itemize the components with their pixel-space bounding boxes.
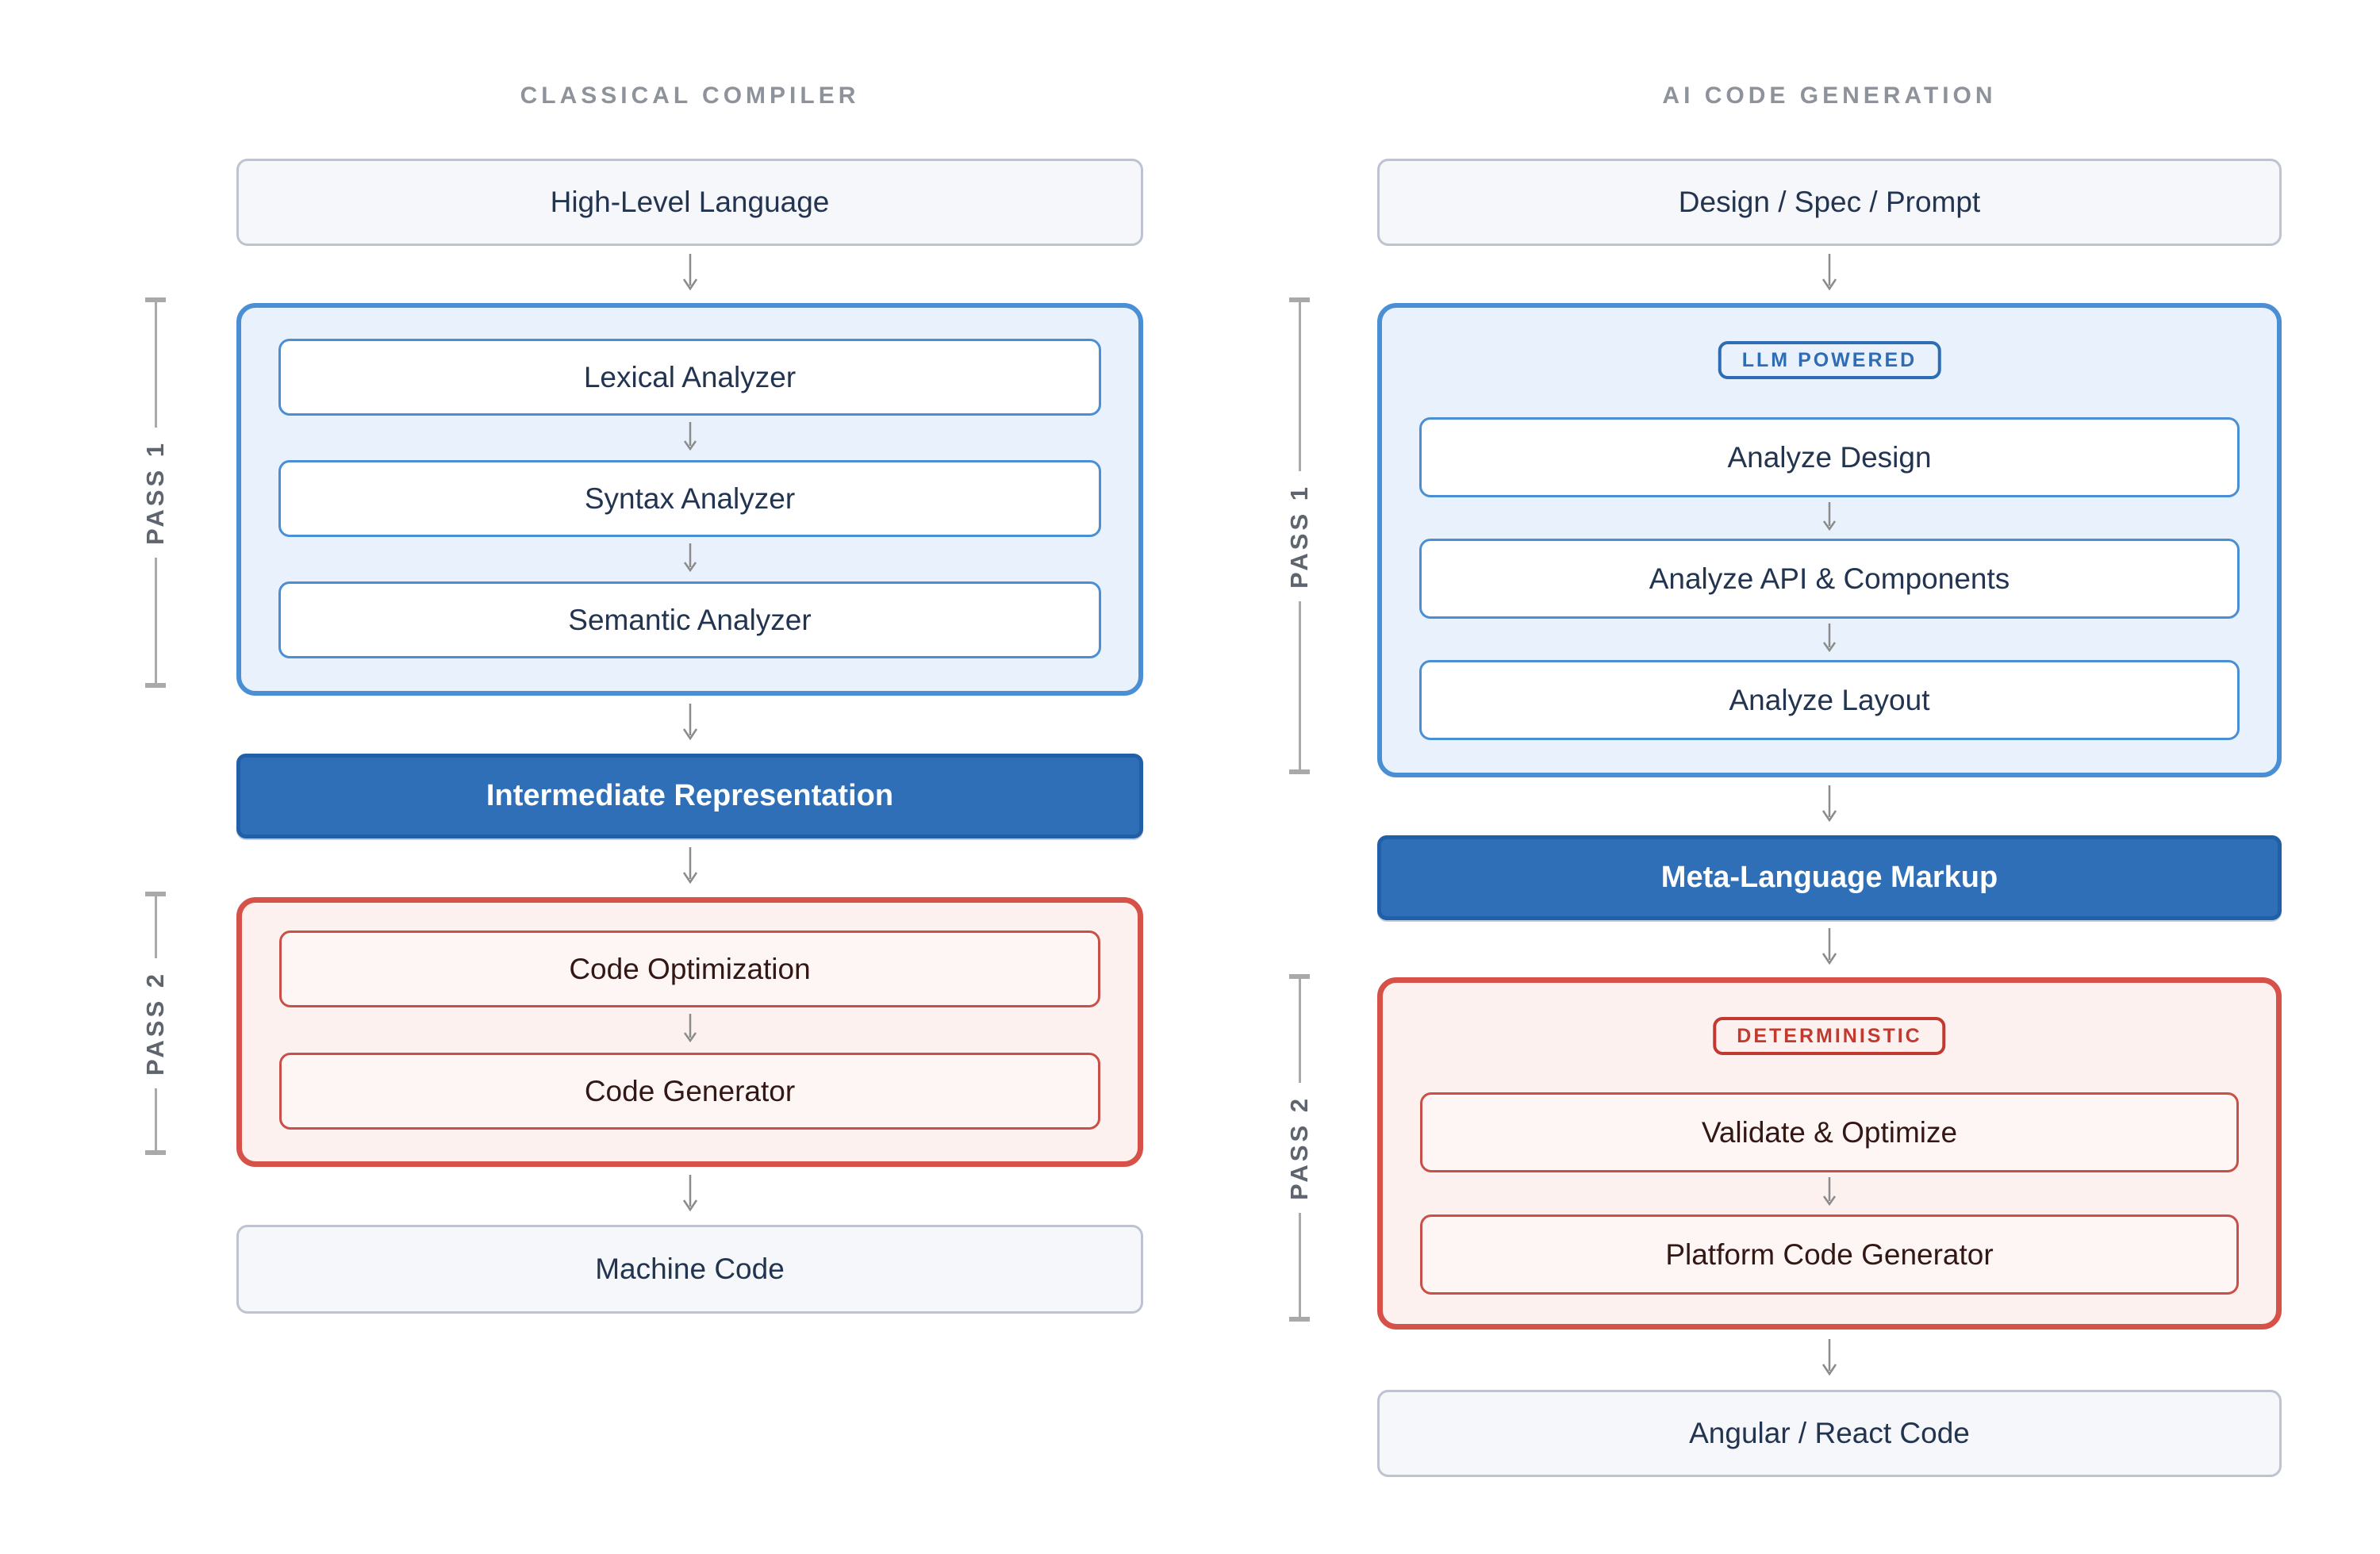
- platform-code-generator-box: Platform Code Generator: [1420, 1214, 2239, 1295]
- bracket-cap: [145, 297, 166, 302]
- code-optimization-box: Code Optimization: [279, 930, 1100, 1007]
- bracket-cap: [1289, 297, 1310, 302]
- down-arrow-icon: [241, 420, 1138, 455]
- bracket-line: [1298, 1213, 1301, 1318]
- ai-code-generation-column: AI CODE GENERATION Design / Spec / Promp…: [1377, 0, 2282, 1554]
- validate-optimize-box: Validate & Optimize: [1420, 1092, 2239, 1172]
- analyze-api-components-box: Analyze API & Components: [1419, 539, 2240, 619]
- bracket-cap: [145, 892, 166, 896]
- pass1-label: PASS 1: [141, 440, 169, 545]
- box-label: Code Optimization: [569, 952, 811, 985]
- box-label: Angular / React Code: [1689, 1417, 1970, 1449]
- down-arrow-icon: [236, 1173, 1143, 1218]
- down-arrow-icon: [242, 1012, 1138, 1047]
- classical-pass1-container: Lexical Analyzer Syntax Analyzer Semanti…: [236, 303, 1143, 696]
- classical-pass1-bracket: PASS 1: [141, 297, 169, 689]
- box-label: Analyze Layout: [1729, 683, 1930, 716]
- bracket-line: [154, 1088, 157, 1151]
- down-arrow-icon: [1382, 501, 2277, 535]
- lexical-analyzer-box: Lexical Analyzer: [278, 339, 1101, 416]
- box-label: High-Level Language: [550, 186, 830, 218]
- down-arrow-icon: [236, 846, 1143, 890]
- bracket-line: [154, 302, 157, 428]
- bracket-line: [154, 896, 157, 959]
- classical-column-title: CLASSICAL COMPILER: [520, 82, 860, 109]
- down-arrow-icon: [1377, 252, 2282, 297]
- analyze-design-box: Analyze Design: [1419, 417, 2240, 497]
- intermediate-representation-box: Intermediate Representation: [236, 754, 1143, 838]
- down-arrow-icon: [236, 252, 1143, 297]
- down-arrow-icon: [1377, 1337, 2282, 1382]
- classical-pass2-container: Code Optimization Code Generator: [236, 897, 1143, 1167]
- ai-column-title: AI CODE GENERATION: [1662, 82, 1997, 109]
- bracket-line: [1298, 979, 1301, 1084]
- down-arrow-icon: [241, 542, 1138, 577]
- box-label: Machine Code: [595, 1253, 785, 1285]
- classical-compiler-column: CLASSICAL COMPILER High-Level Language L…: [236, 0, 1143, 1554]
- design-spec-prompt-box: Design / Spec / Prompt: [1377, 159, 2282, 246]
- box-label: Semantic Analyzer: [568, 603, 812, 636]
- bracket-cap: [1289, 974, 1310, 979]
- box-label: Analyze API & Components: [1649, 562, 2010, 595]
- pass2-label: PASS 2: [1285, 1095, 1313, 1200]
- pass1-label: PASS 1: [1285, 483, 1313, 589]
- box-label: Design / Spec / Prompt: [1678, 186, 1981, 218]
- syntax-analyzer-box: Syntax Analyzer: [278, 460, 1101, 537]
- box-label: Validate & Optimize: [1701, 1115, 1958, 1149]
- machine-code-box: Machine Code: [236, 1225, 1143, 1314]
- analyze-layout-box: Analyze Layout: [1419, 660, 2240, 740]
- box-label: Lexical Analyzer: [583, 360, 797, 393]
- box-label: Meta-Language Markup: [1660, 861, 1998, 894]
- down-arrow-icon: [236, 702, 1143, 746]
- down-arrow-icon: [1383, 1176, 2276, 1211]
- pass2-label: PASS 2: [141, 971, 169, 1076]
- bracket-cap: [145, 683, 166, 689]
- code-generator-box: Code Generator: [279, 1053, 1100, 1130]
- classical-pass2-bracket: PASS 2: [141, 892, 169, 1156]
- angular-react-code-box: Angular / React Code: [1377, 1390, 2282, 1477]
- bracket-cap: [145, 1150, 166, 1156]
- down-arrow-icon: [1377, 927, 2282, 971]
- ai-pass1-bracket: PASS 1: [1285, 297, 1313, 775]
- box-label: Intermediate Representation: [486, 779, 894, 812]
- bracket-line: [154, 558, 157, 684]
- deterministic-badge: DETERMINISTIC: [1713, 1017, 1946, 1055]
- bracket-line: [1298, 302, 1301, 471]
- meta-language-markup-box: Meta-Language Markup: [1377, 835, 2282, 920]
- ai-pass2-container: DETERMINISTIC Validate & Optimize Platfo…: [1377, 977, 2282, 1330]
- high-level-language-box: High-Level Language: [236, 159, 1143, 246]
- box-label: Analyze Design: [1727, 440, 1932, 474]
- bracket-line: [1298, 600, 1301, 770]
- down-arrow-icon: [1382, 622, 2277, 657]
- bracket-cap: [1289, 769, 1310, 775]
- box-label: Platform Code Generator: [1665, 1237, 1994, 1271]
- ai-pass1-container: LLM POWERED Analyze Design Analyze API &…: [1377, 303, 2282, 777]
- box-label: Code Generator: [584, 1074, 796, 1107]
- ai-pass2-bracket: PASS 2: [1285, 974, 1313, 1322]
- semantic-analyzer-box: Semantic Analyzer: [278, 581, 1101, 658]
- bracket-cap: [1289, 1317, 1310, 1322]
- box-label: Syntax Analyzer: [584, 482, 796, 515]
- llm-powered-badge: LLM POWERED: [1718, 341, 1941, 379]
- down-arrow-icon: [1377, 784, 2282, 828]
